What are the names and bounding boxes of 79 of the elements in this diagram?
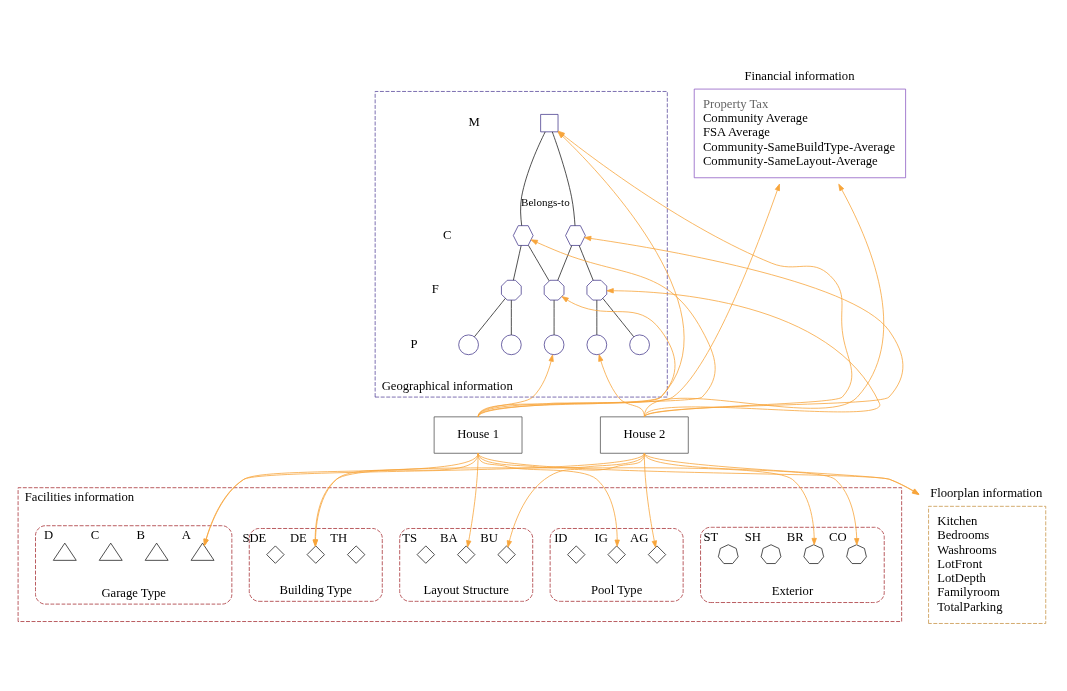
- node-label: SH: [744, 529, 761, 544]
- arrow: [606, 287, 880, 417]
- node-circle: [458, 334, 479, 355]
- arrow: [477, 452, 620, 547]
- node-circle: [543, 334, 565, 355]
- edge-label: Belongs-to: [521, 195, 570, 208]
- arrow: [477, 238, 716, 417]
- label: C: [442, 227, 452, 242]
- arrow: [477, 354, 554, 417]
- node-label: IG: [594, 530, 608, 545]
- arrow: [643, 183, 884, 417]
- connector: [520, 131, 546, 226]
- connector: [557, 244, 573, 281]
- node-label: BA: [439, 530, 458, 545]
- arrow: [477, 295, 676, 417]
- node-label: BR: [786, 529, 804, 544]
- node-box: [540, 113, 559, 132]
- node-hexagon: [512, 224, 534, 246]
- node-circle: [501, 334, 522, 355]
- node-label: TS: [402, 530, 417, 545]
- node-label: B: [136, 527, 146, 542]
- node-heptagon: [803, 543, 825, 564]
- node-circle: [629, 334, 650, 355]
- node-label: AG: [630, 530, 649, 545]
- connector: [602, 297, 635, 337]
- node-triangle: [190, 542, 215, 561]
- connector: [474, 297, 506, 337]
- node-label: DE: [289, 530, 307, 545]
- connector: [578, 244, 594, 281]
- arrow: [477, 183, 780, 417]
- node-diamond: [457, 545, 476, 564]
- node-label: CO: [829, 529, 847, 544]
- node-diamond: [306, 545, 325, 564]
- node-label: BU: [480, 530, 498, 545]
- node-box: House 1: [433, 415, 523, 454]
- arrow: [643, 452, 860, 545]
- node-heptagon: [760, 543, 782, 564]
- node-circle: [586, 334, 608, 355]
- node-diamond: [416, 545, 435, 564]
- node-hexagon: [565, 224, 586, 246]
- node-heptagon: [717, 543, 739, 564]
- node-label: ID: [554, 530, 568, 545]
- node-box: House 2: [600, 415, 689, 454]
- node-label: C: [90, 527, 100, 542]
- label: P: [410, 336, 418, 351]
- node-triangle: [144, 542, 169, 561]
- label: M: [468, 114, 480, 129]
- node-label: D: [44, 527, 54, 542]
- node-label: Floorplan information: [930, 485, 1043, 500]
- node-diamond: [347, 545, 366, 564]
- label: F: [431, 281, 439, 296]
- node-label: A: [181, 527, 191, 542]
- node-triangle: [52, 542, 77, 561]
- arrow: [506, 452, 645, 548]
- arrow: [584, 235, 904, 417]
- node-diamond: [567, 545, 586, 564]
- arrow: [477, 452, 817, 545]
- node-box: Property Tax Community Average FSA Average Community-SameBuildType-Average Community-SameLayout-Average: [693, 88, 906, 178]
- connector: [528, 244, 550, 281]
- node-octagon: [501, 279, 522, 300]
- node-label: TH: [330, 530, 348, 545]
- node-label: ST: [703, 529, 719, 544]
- node-diamond: [497, 545, 516, 564]
- node-label: Financial information: [744, 68, 855, 83]
- arrow: [466, 452, 479, 547]
- arrow: [598, 353, 645, 417]
- arrow: [643, 452, 657, 548]
- arrow: [312, 452, 479, 547]
- node-triangle: [98, 542, 123, 561]
- arrow: [312, 452, 645, 547]
- node-diamond: [607, 545, 626, 564]
- node-heptagon: [846, 543, 867, 564]
- node-box: Kitchen Bedrooms Washrooms LotFront LotDepth Familyroom TotalParking: [928, 505, 1047, 624]
- connector: [512, 244, 522, 281]
- node-diamond: [266, 545, 285, 564]
- node-diamond: [647, 545, 667, 564]
- node-octagon: [586, 279, 608, 300]
- node-octagon: [543, 279, 565, 300]
- connector: [510, 299, 512, 335]
